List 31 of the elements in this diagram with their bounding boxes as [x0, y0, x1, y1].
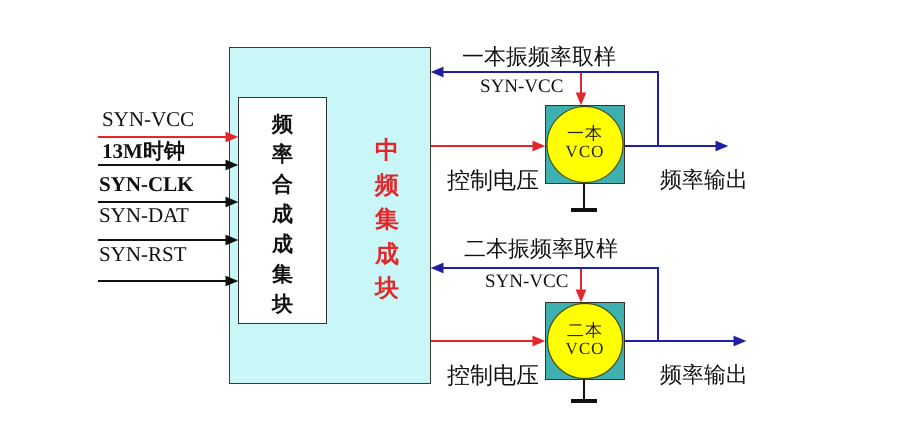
- arrow: [98, 276, 238, 286]
- arrow: [576, 268, 586, 302]
- synthesizer-box: 频率合成成集块: [238, 97, 327, 324]
- edge-label: 13M时钟: [102, 141, 185, 162]
- edge-label: SYN-VCC: [485, 272, 568, 291]
- edge-label: SYN-VCC: [480, 77, 564, 96]
- ic-block: [229, 47, 431, 384]
- arrow: [430, 66, 659, 147]
- arrow: [98, 132, 238, 142]
- edge-label: 二本振频率取样: [464, 238, 618, 260]
- arrow: [431, 336, 546, 346]
- edge-label: SYN-VCC: [102, 109, 194, 130]
- edge-label: SYN-CLK: [99, 174, 194, 195]
- vco-label: 二本VCO: [564, 322, 606, 358]
- arrow: [98, 234, 238, 246]
- arrow: [625, 140, 728, 152]
- arrow: [98, 160, 238, 170]
- block-title: 中频集成块: [375, 136, 399, 304]
- edge-label: 频率输出: [660, 169, 748, 191]
- edge-label: SYN-RST: [99, 244, 187, 265]
- arrow: [431, 140, 546, 152]
- arrow: [625, 336, 746, 346]
- edge-label: 控制电压: [447, 364, 539, 387]
- arrow: [98, 196, 238, 208]
- edge-label: 频率输出: [660, 364, 748, 386]
- arrow: [430, 262, 659, 342]
- vco-label: 一本VCO: [564, 125, 606, 161]
- edge-label: 一本振频率取样: [462, 46, 616, 68]
- edge-label: 控制电压: [447, 169, 539, 192]
- edge-label: SYN-DAT: [99, 205, 189, 226]
- arrow: [576, 72, 586, 106]
